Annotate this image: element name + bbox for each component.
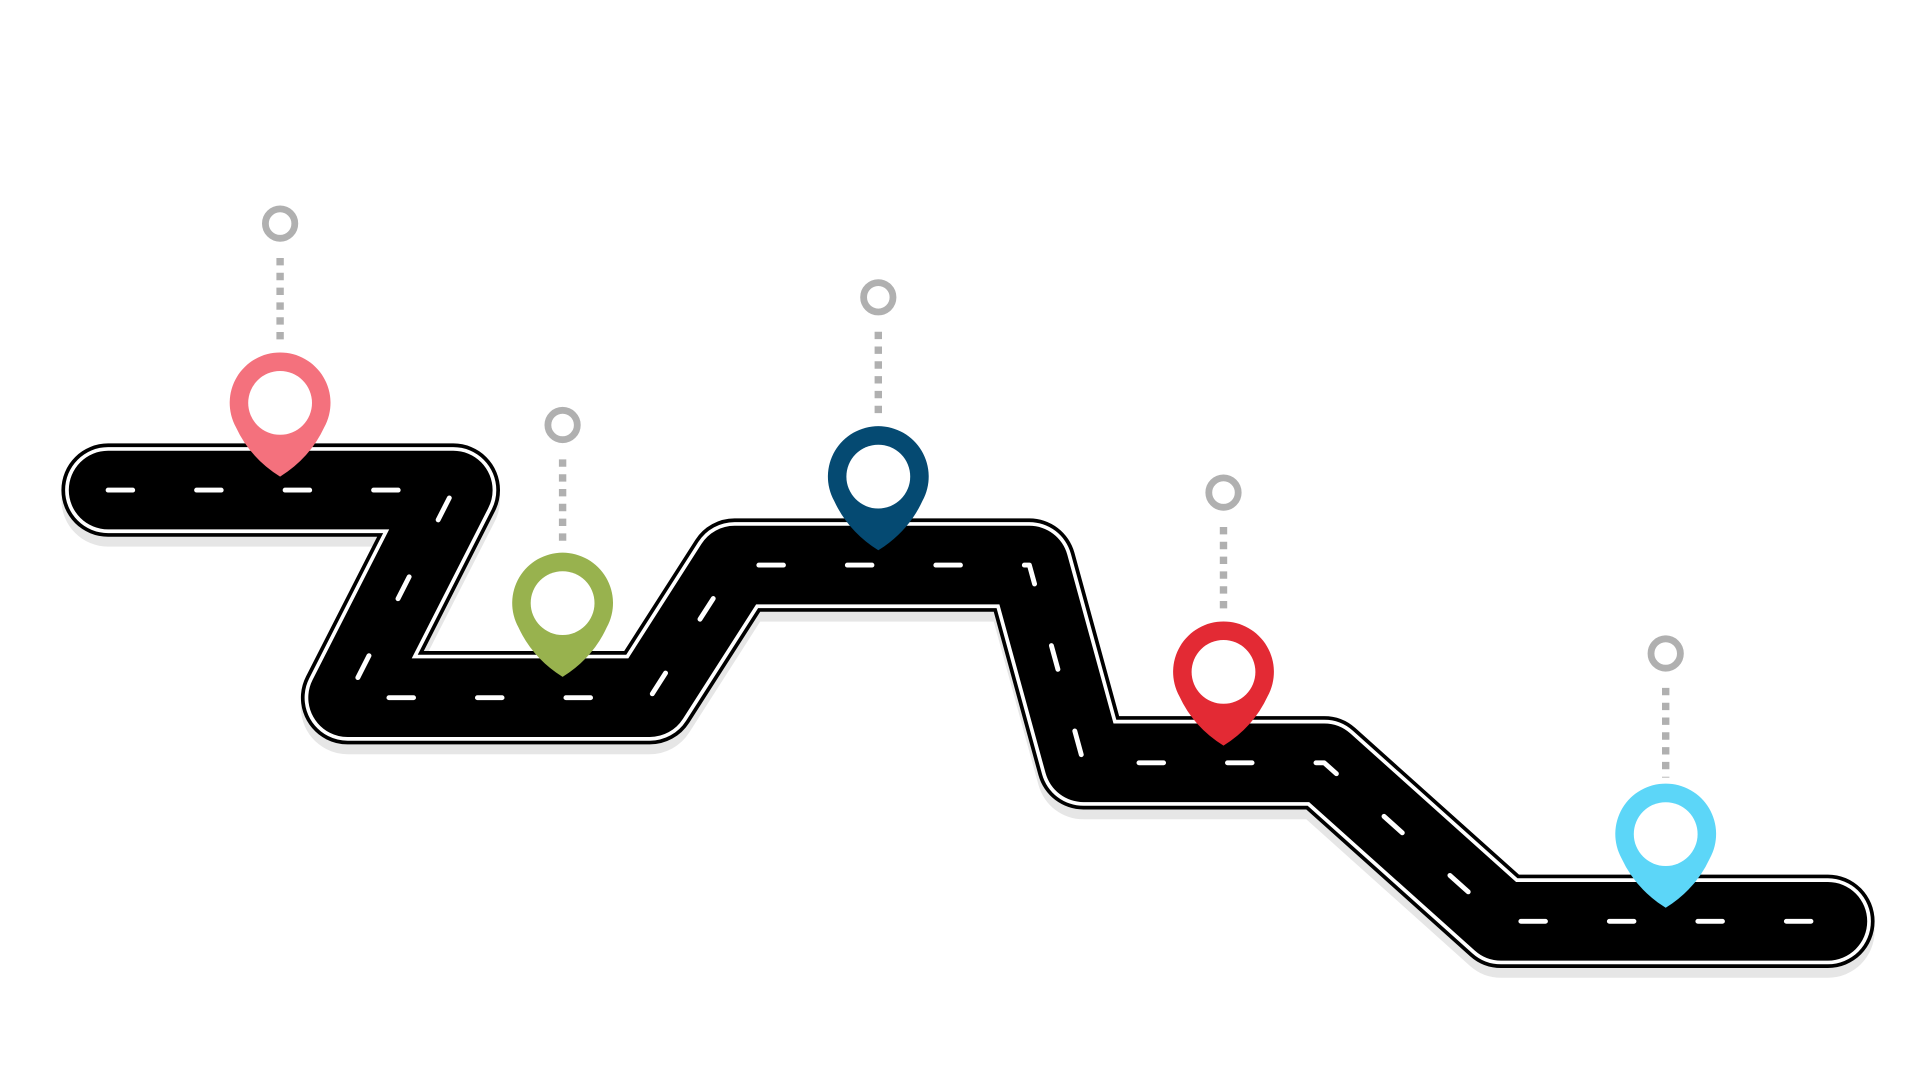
milestone-4 xyxy=(1173,474,1274,746)
map-pin-hole xyxy=(846,444,911,509)
milestone-3 xyxy=(827,279,929,551)
milestone-markers xyxy=(229,205,1717,908)
connector-ring-icon xyxy=(261,205,299,242)
connector-ring-icon xyxy=(1205,474,1242,511)
connector-ring-icon xyxy=(1647,635,1684,672)
connector-ring-icon xyxy=(860,279,897,316)
connector-ring-icon xyxy=(544,406,581,444)
milestone-2 xyxy=(512,406,613,677)
map-pin-hole xyxy=(530,571,595,635)
map-pin-hole xyxy=(248,371,312,435)
road-surface xyxy=(68,450,1868,961)
road-center-dashes xyxy=(105,487,1831,924)
milestone-5 xyxy=(1615,635,1717,908)
map-pin-hole xyxy=(1191,640,1256,704)
map-pin-hole xyxy=(1633,802,1698,866)
milestone-1 xyxy=(229,205,331,477)
winding-road xyxy=(61,443,1875,978)
